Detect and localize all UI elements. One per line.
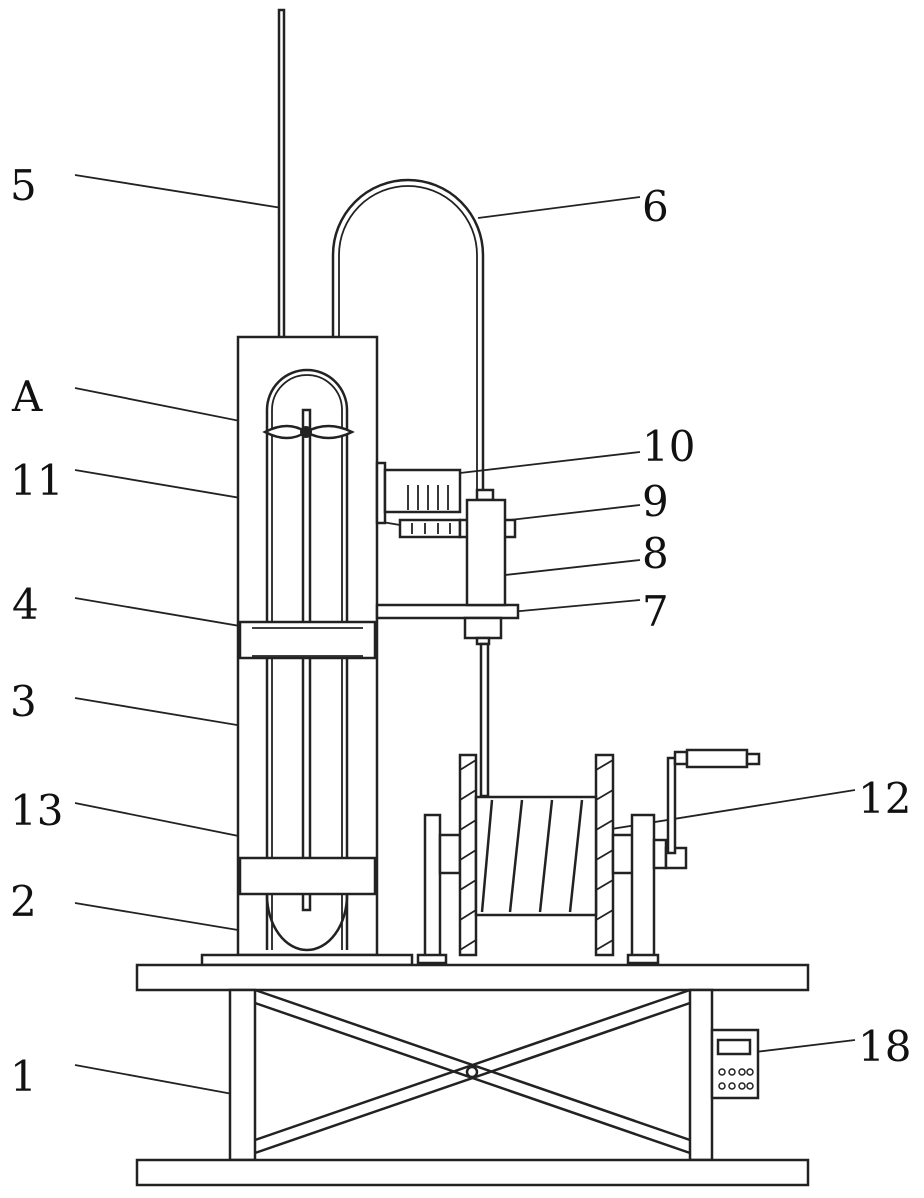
piston-13 (240, 858, 375, 894)
label-6: 6 (642, 186, 669, 228)
sleeve-8 (467, 500, 505, 605)
label-1: 1 (10, 1056, 37, 1098)
gear-11 (400, 520, 460, 537)
label-2: 2 (10, 881, 37, 923)
table-1 (137, 965, 808, 1185)
label-18: 18 (858, 1026, 911, 1068)
label-7: 7 (642, 591, 669, 633)
reel-12 (418, 750, 759, 963)
label-13: 13 (10, 790, 63, 832)
center-shaft (303, 410, 310, 910)
label-11: 11 (10, 460, 63, 502)
label-12: 12 (858, 778, 911, 820)
arm-7 (377, 605, 518, 618)
label-10: 10 (642, 426, 695, 468)
label-9: 9 (642, 481, 669, 523)
fan-A (265, 426, 352, 438)
crank-handle (668, 758, 675, 853)
label-A: A (12, 376, 42, 418)
label-5: 5 (10, 165, 37, 207)
rope (481, 644, 488, 796)
tower-base-plate (202, 955, 412, 965)
label-8: 8 (642, 533, 669, 575)
controller-18 (712, 1030, 758, 1098)
label-4: 4 (12, 584, 39, 626)
rod-5 (279, 10, 284, 372)
label-3: 3 (10, 681, 37, 723)
